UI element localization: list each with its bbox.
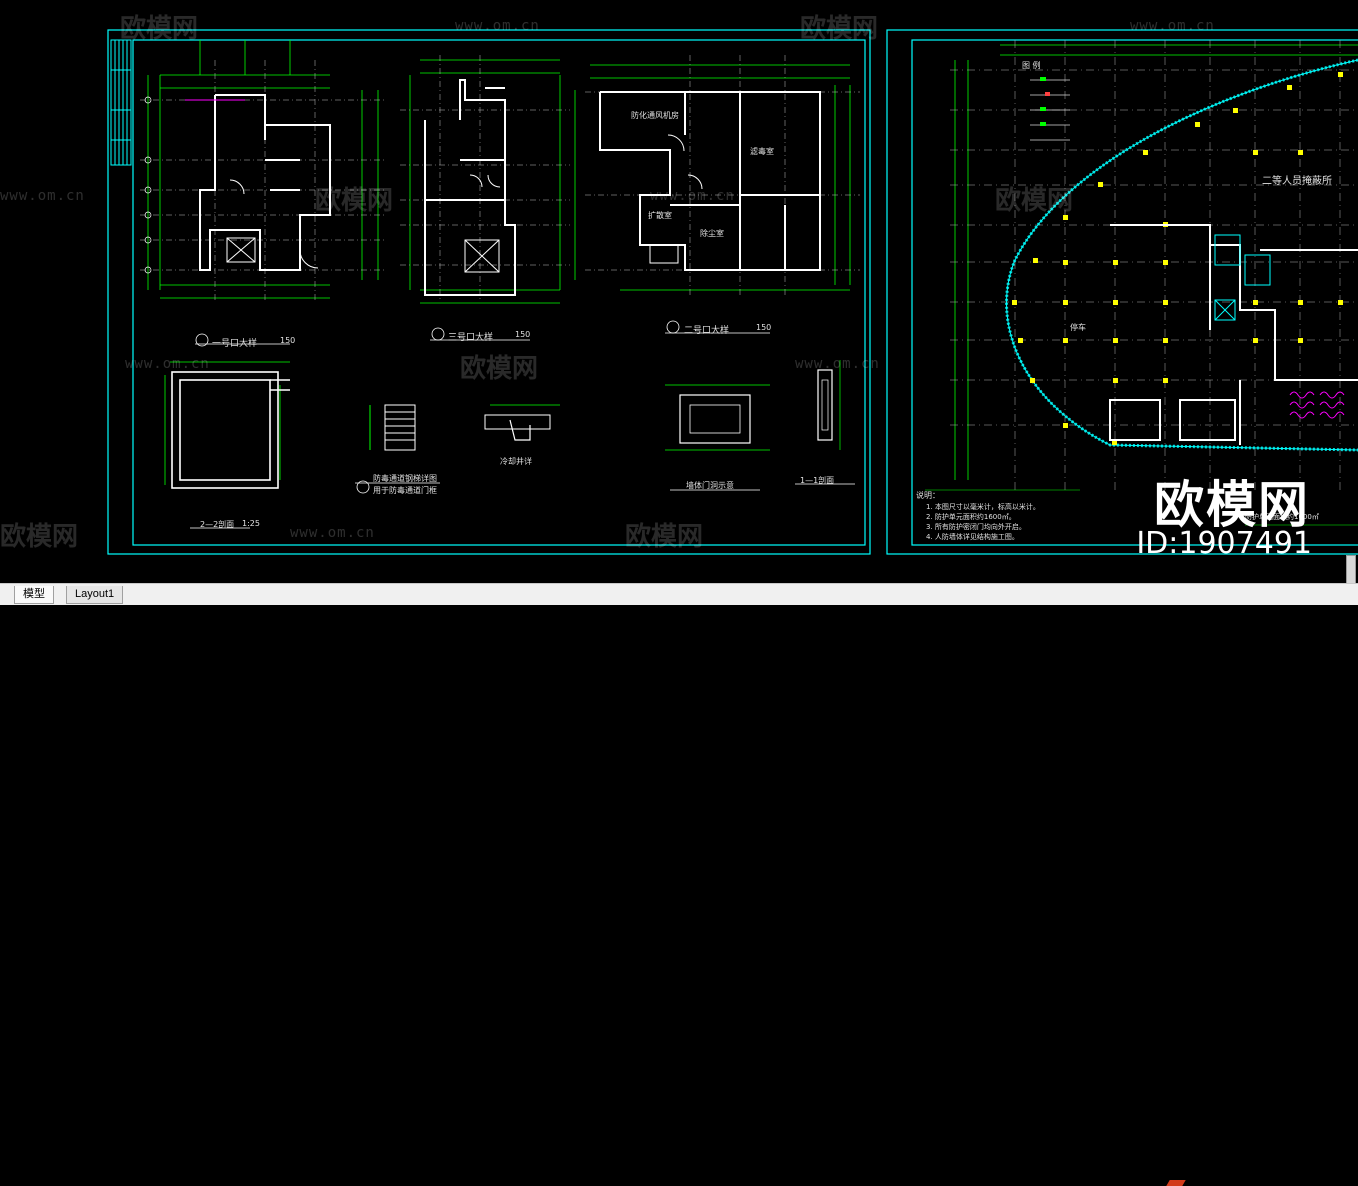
watermark-brand: 欧模网 [120, 14, 199, 44]
plan-3-drawing [585, 55, 860, 295]
room-label-3: 除尘室 [700, 229, 724, 238]
watermark-brand: 欧模网 [315, 186, 394, 216]
tab-layout1[interactable]: Layout1 [66, 586, 124, 604]
detail-3-title: 墙体门洞示意 [686, 481, 734, 490]
right-sheet-inner-frame [911, 39, 1358, 546]
right-plan-title: 二等人员掩蔽所 [1262, 176, 1332, 187]
notes-title: 说明： [916, 491, 940, 500]
room-label-2: 扩散室 [648, 211, 672, 220]
plan-1-drawing [140, 40, 385, 300]
legend-title: 图 例 [1022, 61, 1041, 70]
left-sheet-inner-frame [132, 39, 866, 546]
watermark-brand: 欧模网 [0, 522, 79, 552]
section-2-2-drawing [164, 361, 290, 489]
watermark-url: www.om.cn [455, 18, 540, 34]
detail-1-subtitle: 用于防毒通道门框 [373, 486, 437, 495]
plan-1-scale: 150 [280, 336, 296, 345]
section-1-1-title: 1—1剖面 [800, 476, 835, 485]
detail-2-title: 冷却井详 [500, 457, 532, 466]
section-1-1-drawing [817, 360, 841, 450]
vertical-scrollbar-thumb[interactable] [1346, 555, 1356, 583]
right-sheet-outer-frame [886, 29, 1358, 555]
watermark-brand: 欧模网 [460, 354, 539, 384]
room-label-4: 滤毒室 [750, 147, 774, 156]
section-2-2-scale: 1:25 [242, 519, 260, 528]
big-watermark-id: ID:1907491 [1136, 526, 1312, 561]
plan-2-scale: 150 [515, 330, 531, 339]
plan-2-title: 三号口大样 [448, 333, 494, 343]
note-line-1: 1. 本图尺寸以毫米计，标高以米计。 [926, 503, 1040, 511]
room-label-1: 防化通风机房 [631, 111, 679, 120]
detail-stair-drawing [369, 404, 416, 451]
note-line-3: 3. 所有防护密闭门均向外开启。 [926, 523, 1026, 531]
section-2-2-title: 2—2剖面 [200, 520, 235, 529]
watermark-url: www.om.cn [0, 188, 85, 204]
cad-model-space[interactable]: 一号口大样 150 三号口大样 150 二号口大样 150 2—2剖面 1:25… [0, 0, 1358, 583]
watermark-brand: 欧模网 [800, 14, 879, 44]
area-stamp: 防护单元面积约1600㎡ [1245, 513, 1319, 521]
watermark-url: www.om.cn [290, 525, 375, 541]
plan-2-drawing [400, 55, 576, 304]
left-sheet-outer-frame [107, 29, 871, 555]
area-label: 停车 [1070, 323, 1086, 332]
layout-tab-bar: 模型 Layout1 [0, 583, 1358, 1186]
plan-3-title: 二号口大样 [684, 326, 730, 336]
plan-3-scale: 150 [756, 323, 772, 332]
detail-door-drawing [665, 384, 770, 451]
watermark-brand: 欧模网 [995, 186, 1074, 216]
cad-drawing-svg [107, 29, 1358, 555]
big-watermark-brand: 欧模网 [1154, 476, 1310, 534]
note-line-4: 4. 人防墙体详见结构施工图。 [926, 533, 1019, 541]
watermark-brand: 欧模网 [625, 522, 704, 552]
watermark-url: www.om.cn [125, 356, 210, 372]
tab-model[interactable]: 模型 [14, 586, 54, 604]
detail-wall-drawing [484, 404, 560, 441]
left-title-strip [110, 39, 132, 166]
watermark-url: www.om.cn [795, 356, 880, 372]
note-line-2: 2. 防护单元面积约1600㎡。 [926, 513, 1016, 521]
red-mark [1166, 1180, 1186, 1186]
detail-1-title: 防毒通道钢梯详图 [373, 474, 437, 483]
plan-1-title: 一号口大样 [212, 339, 258, 349]
watermark-url: www.om.cn [1130, 18, 1215, 34]
watermark-url: www.om.cn [650, 188, 735, 204]
right-plan-drawing [925, 40, 1358, 526]
